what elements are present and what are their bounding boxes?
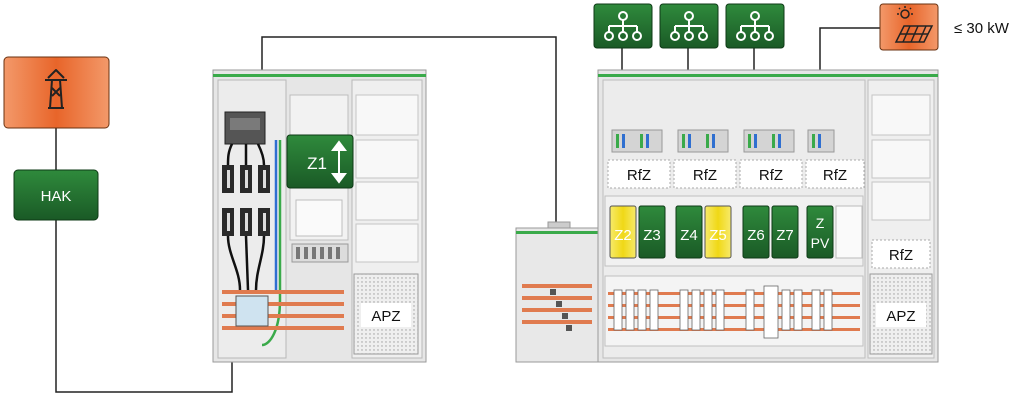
apz-panel-distribution: APZ <box>869 273 933 355</box>
meter-cabinet-main: APZ Z1 <box>212 69 427 363</box>
solar-panel-icon <box>894 6 934 43</box>
network-tree-icon <box>725 3 785 49</box>
meters-row: Z2 Z3 Z4 Z5 Z6 Z7 <box>609 205 799 259</box>
rfz-label-2: RfZ <box>693 167 717 184</box>
terminal-blocks <box>611 129 835 153</box>
power-limit-label: ≤ 30 kW <box>954 20 1010 37</box>
rfz-label-4: RfZ <box>823 167 847 184</box>
rfz-boxes: RfZ RfZ RfZ RfZ <box>607 159 865 189</box>
rfz-label-1: RfZ <box>627 167 651 184</box>
grid-connection-box <box>3 56 110 129</box>
meter-z6-label: Z6 <box>747 227 765 244</box>
breakers <box>604 275 864 347</box>
meter-z4-label: Z4 <box>680 227 698 244</box>
side-cabinet <box>515 221 599 363</box>
meter-z3-label: Z3 <box>643 227 661 244</box>
hak-label: HAK <box>41 188 72 205</box>
rfz-label-5: RfZ <box>889 247 913 264</box>
hak-box: HAK <box>13 169 99 221</box>
z1-label: Z1 <box>307 154 327 173</box>
rfz-box-right: RfZ <box>871 239 931 269</box>
z-pv-bottom: PV <box>811 235 830 251</box>
apz-panel-main: APZ <box>353 273 419 355</box>
main-fuses <box>222 165 270 236</box>
meter-z-pv: Z PV <box>806 205 834 259</box>
meter-z5-label: Z5 <box>709 227 727 244</box>
power-pylon-icon <box>45 69 67 109</box>
busbars-main <box>222 290 344 330</box>
network-tree-icon <box>593 3 653 49</box>
pv-system-box <box>879 3 939 51</box>
z-pv-top: Z <box>816 215 825 231</box>
apz-label-main: APZ <box>371 308 400 325</box>
apz-label-distribution: APZ <box>886 308 915 325</box>
cabinet-rails <box>355 94 419 263</box>
meter-z7-label: Z7 <box>776 227 794 244</box>
meter-cabinet-distribution: RfZ RfZ RfZ RfZ Z2 Z3 Z4 Z5 Z6 Z7 Z PV <box>597 69 939 363</box>
network-tree-icon <box>659 3 719 49</box>
meter-z1: Z1 <box>286 134 354 189</box>
bidirectional-arrow-icon <box>331 140 347 184</box>
meter-z2-label: Z2 <box>614 227 632 244</box>
rfz-label-3: RfZ <box>759 167 783 184</box>
network-tree-icon-group <box>593 3 785 49</box>
